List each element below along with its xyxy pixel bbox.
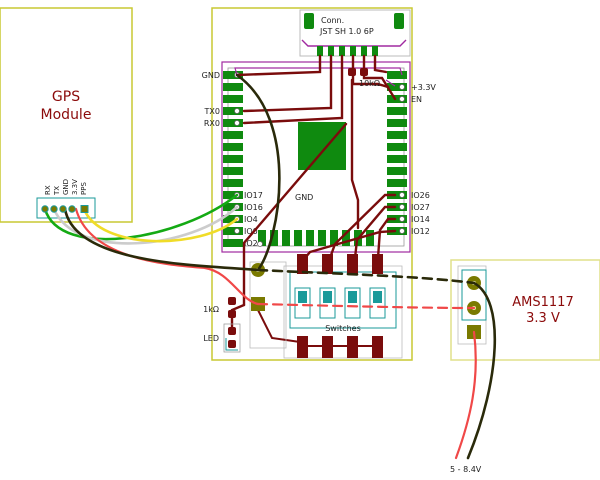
connector-mount-left (304, 13, 314, 29)
led-pad-b (228, 340, 236, 348)
pin-label-io17: IO17 (244, 191, 263, 200)
switch-array: Switches (257, 254, 403, 359)
jst-connector: Conn. JST SH 1.0 6P (299, 9, 411, 57)
connector-pads (317, 46, 378, 56)
led-pad-a (228, 327, 236, 335)
gps-pin-label-rx: RX (44, 185, 52, 195)
resistor-1k-pad-b (228, 310, 236, 318)
esp-module-frame (221, 61, 411, 253)
led-outline (223, 323, 241, 353)
pin-label-io12: IO12 (411, 227, 430, 236)
led-silk (225, 338, 238, 351)
pin-label-io16: IO16 (244, 203, 263, 212)
switch-outline-outer (283, 265, 403, 359)
resistor-10k-pad-a (348, 68, 356, 76)
maroon-traces (230, 54, 397, 332)
led: LED (203, 323, 241, 353)
switch-outline-inner (289, 271, 397, 329)
pin-label-io26: IO26 (411, 191, 430, 200)
led-label: LED (203, 334, 219, 343)
regulator-outline (450, 259, 600, 361)
connector-silk (301, 39, 407, 47)
pin-label-io14: IO14 (411, 215, 430, 224)
pin-label-tx0: TX0 (204, 107, 220, 116)
resistor-10k-label: 10kΩ (359, 79, 380, 88)
board-power-box (249, 261, 287, 349)
wire-tx-white (52, 205, 239, 245)
esp-center-gnd-pad (298, 122, 346, 170)
resistor-1k: 1kΩ (203, 297, 236, 318)
gps-module: GPS Module RX TX GND 3.3V PPS (0, 7, 133, 223)
esp-right-labels: +3.3V EN IO26 IO27 IO14 IO12 (411, 83, 436, 236)
esp-left-pads (223, 71, 243, 247)
pin-label-3v3: +3.3V (411, 83, 436, 92)
pin-label-gnd: GND (202, 71, 220, 80)
input-voltage-label: 5 - 8.4V (450, 465, 482, 474)
wires (43, 73, 497, 460)
esp-left-labels: GND TX0 RX0 IO17 IO16 IO4 IO0 IO2 (202, 71, 263, 248)
main-board-outline (211, 7, 413, 361)
gps-pin-header (36, 197, 96, 219)
wire-gnd-black (63, 207, 260, 272)
resistor-1k-label: 1kΩ (203, 305, 219, 314)
pin-label-io4: IO4 (244, 215, 258, 224)
resistor-10k: 10kΩ (348, 68, 380, 88)
resistor-10k-pad-b (360, 68, 368, 76)
board-power-lines (234, 67, 403, 87)
connector-label-line2: JST SH 1.0 6P (319, 27, 374, 36)
switch-ground-trace (257, 309, 301, 343)
switches-label: Switches (325, 324, 361, 333)
pin-label-en: EN (411, 95, 422, 104)
esp-right-pads (387, 71, 407, 235)
gps-pin-label-tx: TX (53, 186, 61, 196)
gps-title-line2: Module (41, 107, 92, 123)
main-board: Conn. JST SH 1.0 6P (202, 7, 436, 361)
gps-pin-label-pps: PPS (80, 182, 88, 195)
connector-label-line1: Conn. (321, 16, 344, 25)
gps-pin-labels: RX TX GND 3.3V PPS (44, 179, 88, 196)
pin-label-io27: IO27 (411, 203, 430, 212)
gps-pin-label-gnd: GND (62, 179, 70, 195)
wire-rx-green (43, 193, 239, 241)
switch-levers (294, 287, 386, 319)
gps-title-line1: GPS (52, 89, 80, 105)
regulator-label-line2: 3.3 V (526, 311, 560, 326)
pin-label-rx0: RX0 (204, 119, 220, 128)
gps-pin-label-3v3: 3.3V (71, 179, 79, 195)
pin-label-io0: IO0 (244, 227, 258, 236)
gps-pin-dots (41, 205, 89, 213)
wire-3v3-red (74, 207, 260, 306)
wire-input-red (454, 330, 477, 460)
gps-module-outline (0, 7, 133, 223)
regulator-label-line1: AMS1117 (512, 295, 573, 310)
esp-center-label: GND (295, 193, 313, 202)
wire-3v3-to-regulator (256, 302, 476, 310)
connector-mount-right (394, 13, 404, 29)
switch-top-pads (297, 254, 383, 274)
regulator-module: AMS1117 3.3 V (450, 259, 600, 361)
resistor-1k-pad-a (228, 297, 236, 305)
pin-label-io2: IO2 (244, 239, 258, 248)
wire-gnd-esp-black (235, 73, 281, 272)
wire-gnd-to-regulator (256, 268, 476, 285)
wire-pps-yellow (82, 207, 239, 243)
wire-input-black (466, 281, 497, 460)
